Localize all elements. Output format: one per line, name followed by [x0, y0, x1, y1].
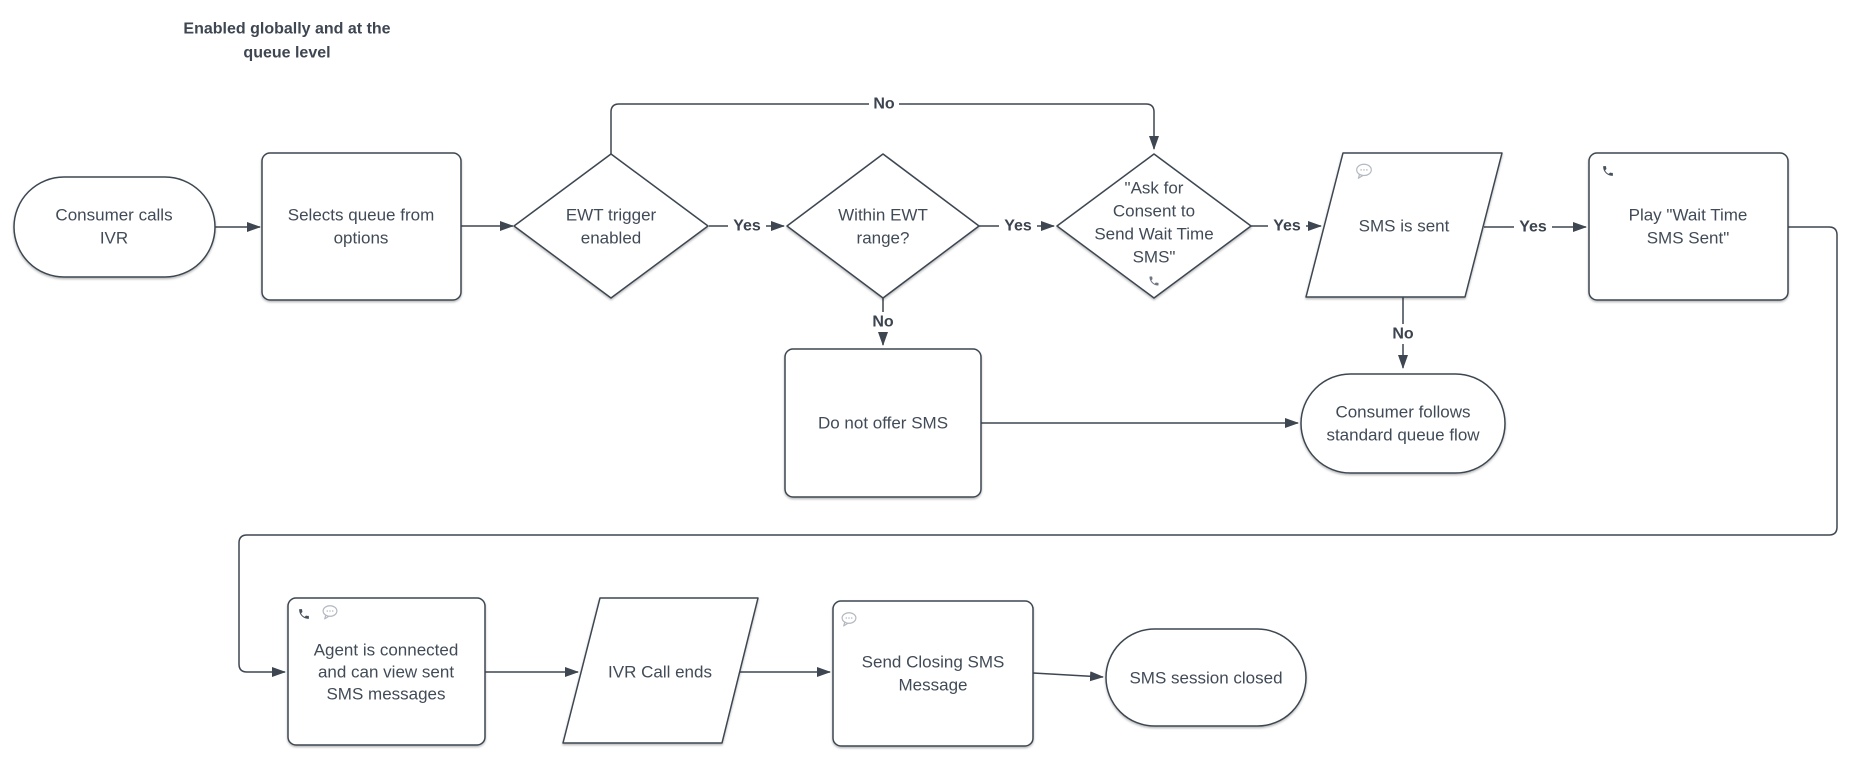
sms-bubble-icon [841, 612, 857, 627]
node-std-queue[interactable]: Consumer follows standard queue flow [1300, 373, 1506, 474]
node-label-line: Selects queue from [288, 206, 434, 225]
node-label-line: standard queue flow [1326, 426, 1480, 445]
edge-label: Yes [1519, 219, 1547, 236]
node-sms-sent[interactable]: SMS is sent [1305, 152, 1503, 298]
edge-label-bg [1514, 217, 1552, 237]
stadium-shape[interactable] [1105, 628, 1307, 727]
node-label-line: EWT trigger [566, 206, 657, 225]
edge-label: No [872, 314, 894, 331]
phone-icon [299, 609, 309, 619]
node-label-line: range? [857, 229, 910, 248]
node-label-line: SMS is sent [1359, 217, 1450, 236]
rect-shape[interactable] [287, 597, 486, 746]
edge-send-closing-to-session-closed[interactable] [1032, 671, 1104, 682]
node-label-line: Do not offer SMS [818, 414, 948, 433]
node-label-line: Send Closing SMS [862, 653, 1005, 672]
node-send-closing[interactable]: Send Closing SMS Message [832, 600, 1034, 747]
edge-within-ewt-to-ask-consent[interactable]: Yes [979, 216, 1055, 236]
edge-label: Yes [1273, 218, 1301, 235]
edge-label: No [1392, 326, 1414, 343]
rect-shape[interactable] [832, 600, 1034, 747]
diamond-shape[interactable] [1056, 153, 1252, 299]
node-within-ewt[interactable]: Within EWT range? [786, 153, 980, 299]
edge-ewt-trigger-to-ask-consent[interactable]: No [610, 94, 1159, 154]
edge-play-wait-to-agent-connected[interactable] [238, 226, 1838, 677]
rect-shape[interactable] [784, 348, 982, 498]
node-label-line: SMS session closed [1129, 669, 1282, 688]
edge-label-bg [1268, 216, 1306, 236]
edge-label-bg [868, 312, 898, 332]
sms-bubble-icon [1356, 163, 1372, 179]
node-label-line: Agent is connected [314, 641, 459, 660]
node-ivr-ends[interactable]: IVR Call ends [562, 597, 759, 744]
node-label-line: SMS" [1133, 248, 1176, 267]
edge-within-ewt-to-do-not-offer[interactable]: No [868, 298, 898, 346]
diagram-title: Enabled globally and at the queue level [183, 21, 390, 62]
node-label-line: SMS Sent" [1647, 229, 1730, 248]
edge-label: Yes [733, 218, 761, 235]
node-do-not-offer[interactable]: Do not offer SMS [784, 348, 982, 498]
edge-ask-consent-to-sms-sent[interactable]: Yes [1251, 216, 1322, 236]
node-label-line: Consent to [1113, 202, 1195, 221]
parallelogram-shape[interactable] [562, 597, 759, 744]
stadium-shape[interactable] [13, 176, 216, 278]
edge-label: Yes [1004, 218, 1032, 235]
node-label-line: SMS messages [326, 685, 445, 704]
edge-label-bg [869, 94, 899, 114]
node-label-line: IVR Call ends [608, 663, 712, 682]
node-ewt-trigger[interactable]: EWT trigger enabled [513, 153, 709, 299]
stadium-shape[interactable] [1300, 373, 1506, 474]
node-label-line: Message [899, 676, 968, 695]
node-label-line: Send Wait Time [1094, 225, 1213, 244]
edge-label-bg [728, 216, 766, 236]
diamond-shape[interactable] [513, 153, 709, 299]
edge-label-bg [1388, 324, 1418, 344]
edge-sms-sent-to-std-queue[interactable]: No [1388, 297, 1418, 369]
edge-label-bg [999, 216, 1037, 236]
diamond-shape[interactable] [786, 153, 980, 299]
phone-icon [1149, 276, 1159, 286]
node-label-line: "Ask for [1125, 179, 1184, 198]
node-label-line: Play "Wait Time [1629, 206, 1748, 225]
node-label-line: Consumer follows [1335, 403, 1470, 422]
node-label-line: and can view sent [318, 663, 454, 682]
node-selects-queue[interactable]: Selects queue from options [261, 152, 462, 301]
rect-shape[interactable] [261, 152, 462, 301]
phone-icon [1603, 166, 1613, 176]
edge-sms-sent-to-play-wait[interactable]: Yes [1484, 217, 1587, 237]
node-label-line: Consumer calls [55, 206, 172, 225]
node-label-line: IVR [100, 229, 128, 248]
edge-label: No [873, 96, 895, 113]
edge-ewt-trigger-to-within-ewt[interactable]: Yes [709, 216, 785, 236]
diagram-title-line: queue level [243, 45, 330, 62]
rect-shape[interactable] [1588, 152, 1789, 301]
node-label-line: Within EWT [838, 206, 928, 225]
node-label-line: enabled [581, 229, 642, 248]
diagram-title-line: Enabled globally and at the [183, 21, 390, 38]
sms-bubble-icon [322, 605, 338, 620]
node-session-closed[interactable]: SMS session closed [1105, 628, 1307, 727]
node-label-line: options [334, 229, 389, 248]
parallelogram-shape[interactable] [1305, 152, 1503, 298]
